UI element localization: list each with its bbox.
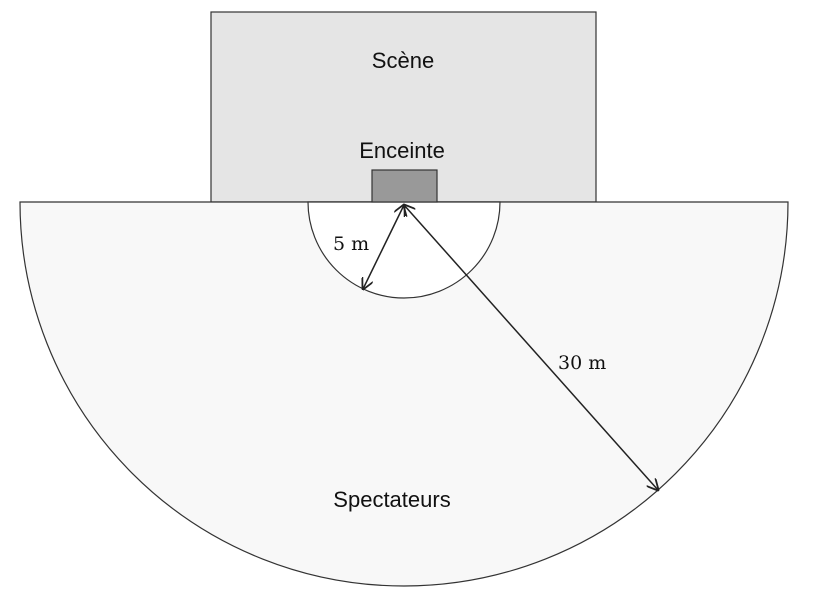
outer-radius-arrow <box>404 205 658 490</box>
inner-radius-label: 5 m <box>333 233 369 255</box>
speaker <box>371 169 438 203</box>
speaker-label: Enceinte <box>359 138 445 163</box>
stage-label: Scène <box>372 48 434 73</box>
outer-radius-label: 30 m <box>558 352 606 374</box>
audience-label: Spectateurs <box>333 487 450 512</box>
inner-radius-arrow <box>363 205 404 289</box>
